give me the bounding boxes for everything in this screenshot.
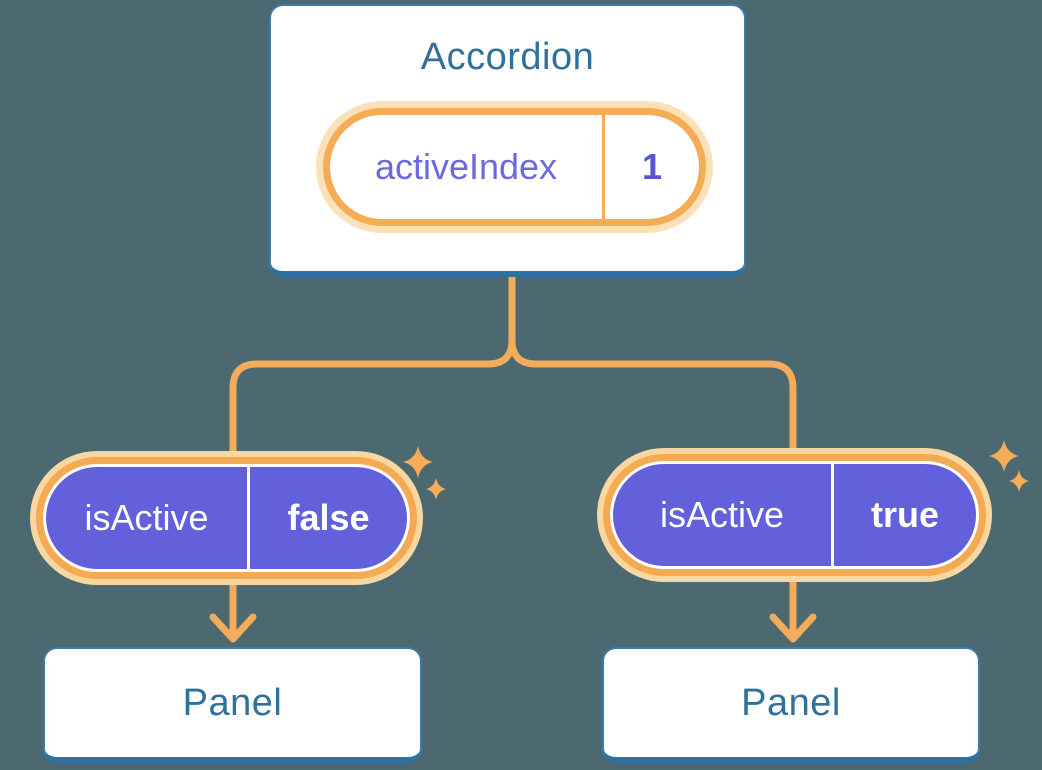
connector-right-line xyxy=(508,276,797,637)
panel-card-left: Panel xyxy=(43,647,422,763)
sparkle-icon-left-large xyxy=(403,446,433,478)
arrow-down-right-icon xyxy=(769,613,817,643)
active-index-state-pill: activeIndex 1 xyxy=(323,108,706,226)
sparkle-icon-right-small xyxy=(1009,470,1029,492)
connector-left-line xyxy=(229,276,516,637)
pill-divider xyxy=(247,467,250,569)
accordion-card: Accordion activeIndex 1 xyxy=(269,4,746,277)
prop-name-label: isActive xyxy=(659,494,785,535)
pill-divider xyxy=(831,464,834,566)
state-name-label: activeIndex xyxy=(374,146,558,187)
prop-value: true xyxy=(870,494,939,535)
panel-card-right: Panel xyxy=(602,647,980,763)
is-active-pill-right: isActive true xyxy=(610,461,979,569)
arrow-down-left-icon xyxy=(209,613,257,643)
accordion-title: Accordion xyxy=(420,36,595,78)
sparkle-icon-left-small xyxy=(426,478,446,500)
panel-title: Panel xyxy=(182,681,283,724)
panel-title: Panel xyxy=(741,681,841,724)
pill-divider xyxy=(602,115,605,219)
sparkle-icon-right-large xyxy=(989,440,1019,472)
prop-name-label: isActive xyxy=(84,497,209,538)
state-value: 1 xyxy=(641,146,663,187)
prop-value: false xyxy=(287,497,370,538)
is-active-pill-left: isActive false xyxy=(43,464,410,572)
